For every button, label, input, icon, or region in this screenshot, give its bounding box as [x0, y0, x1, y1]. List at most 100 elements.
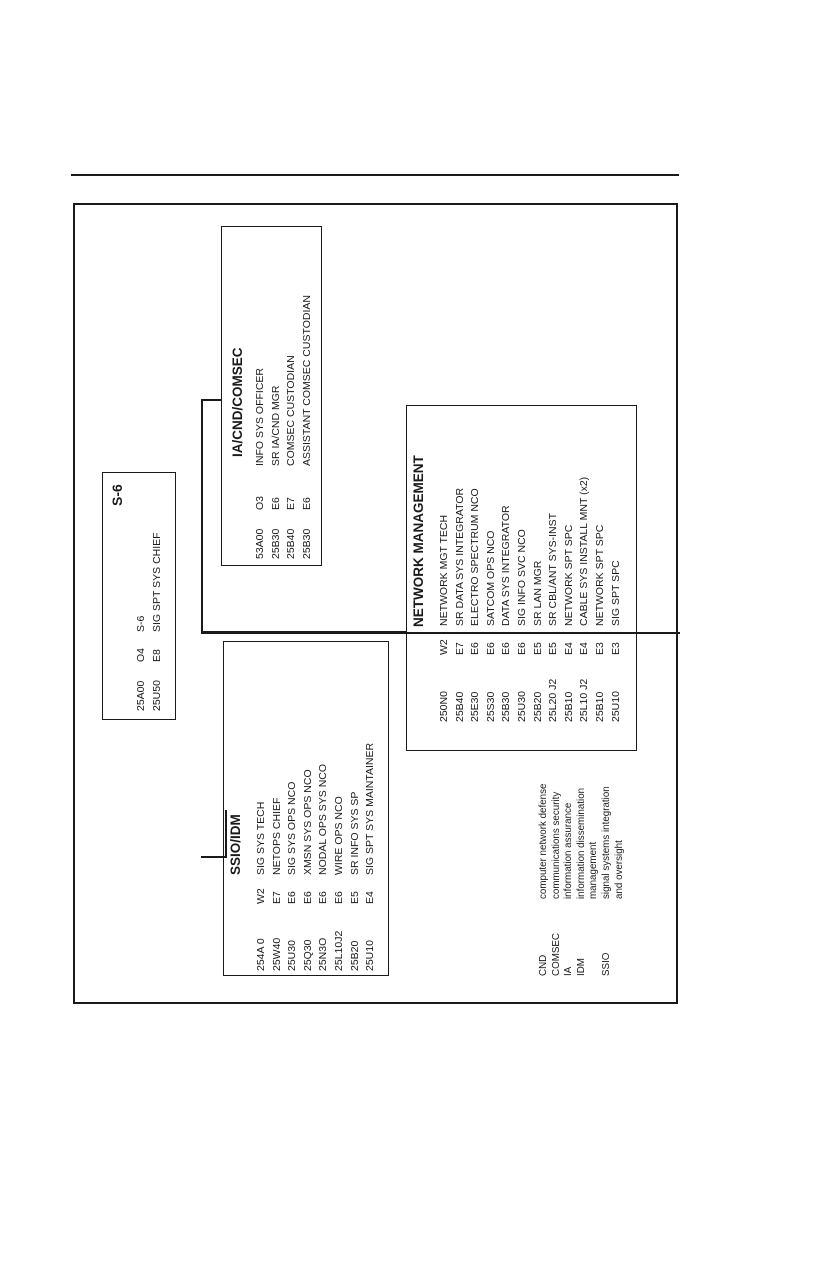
- netmgmt-mos-column: 250N0 25B40 25E30 25S30 25B30 25U30 25B2…: [437, 679, 624, 722]
- legend-definition: information assurance: [563, 802, 575, 899]
- netmgmt-grade: E7: [453, 642, 466, 655]
- connector-ssio-branch: [201, 856, 225, 858]
- ia-mos: 25B40: [285, 528, 298, 559]
- ia-position-column: INFO SYS OFFICER SR IA/CND MGR COMSEC CU…: [253, 295, 315, 466]
- s6-position-column: S-6 SIG SPT SYS CHIEF: [134, 532, 165, 632]
- ia-grade: E6: [269, 497, 282, 510]
- ssio-position-column: SIG SYS TECH NETOPS CHIEF SIG SYS OPS NC…: [254, 743, 379, 875]
- netmgmt-grade: E3: [609, 642, 622, 655]
- netmgmt-position: SIG INFO SVC NCO: [515, 529, 528, 626]
- netmgmt-grade: E5: [547, 642, 560, 655]
- ia-cnd-comsec-title: IA/CND/COMSEC: [230, 347, 245, 457]
- ssio-position: SIG SYS TECH: [255, 801, 267, 875]
- netmgmt-mos: 25E30: [469, 691, 482, 722]
- org-chart-frame: S-6 25A00 25U50 O4 E8 S-6 SIG SPT SYS CH…: [73, 203, 680, 1004]
- ssio-grade: E7: [270, 891, 283, 904]
- netmgmt-position: DATA SYS INTEGRATOR: [500, 505, 513, 626]
- ssio-mos: 25U10: [364, 940, 377, 971]
- netmgmt-mos: 250N0: [438, 691, 450, 722]
- ssio-grade: W2: [255, 888, 267, 904]
- ia-mos-column: 53A00 25B30 25B40 25B30: [253, 529, 315, 559]
- ia-grade: E7: [285, 497, 298, 510]
- s6-grade: O4: [135, 647, 147, 662]
- ssio-grade: E5: [348, 891, 361, 904]
- ia-position: SR IA/CND MGR: [269, 385, 282, 466]
- netmgmt-position: SR CBL/ANT SYS-INST: [547, 513, 560, 626]
- ia-position: COMSEC CUSTODIAN: [285, 355, 298, 466]
- ssio-mos-column: 254A 0 25W40 25U30 25Q30 25N3O 25L10J2 2…: [254, 931, 379, 971]
- netmgmt-grade: E6: [500, 642, 513, 655]
- netmgmt-grade-column: W2 E7 E6 E6 E6 E6 E5 E5 E4 E4 E3 E3: [437, 639, 624, 655]
- header-rule: [71, 174, 679, 176]
- legend-definition: communications security: [550, 791, 562, 899]
- connector-ia-branch: [201, 399, 221, 401]
- netmgmt-grade: E4: [562, 642, 575, 655]
- ssio-mos: 25Q30: [301, 939, 314, 971]
- ssio-mos: 25L10J2: [332, 930, 345, 971]
- s6-title: S-6: [109, 484, 125, 506]
- s6-mos: 25A00: [135, 680, 147, 711]
- legend-abbr: SSIO: [600, 952, 612, 976]
- s6-mos: 25U50: [150, 680, 163, 711]
- legend-definition: management: [588, 841, 600, 899]
- netmgmt-position: CABLE SYS INSTALL MNT (x2): [578, 476, 591, 626]
- ssio-position: XMSN SYS OPS NCO: [301, 769, 314, 875]
- ssio-mos: 254A 0: [255, 938, 267, 971]
- ia-mos: 53A00: [254, 528, 266, 559]
- ia-position: INFO SYS OFFICER: [254, 367, 266, 466]
- netmgmt-grade: E4: [578, 642, 591, 655]
- netmgmt-mos: 25B10: [593, 691, 606, 722]
- ssio-idm-box: SSIO/IDM 254A 0 25W40 25U30 25Q30 25N3O …: [223, 641, 389, 976]
- ssio-mos: 25U30: [286, 940, 299, 971]
- netmgmt-position-column: NETWORK MGT TECH SR DATA SYS INTEGRATOR …: [437, 477, 624, 626]
- s6-box: S-6 25A00 25U50 O4 E8 S-6 SIG SPT SYS CH…: [102, 472, 176, 720]
- netmgmt-position: NETWORK SPT SPC: [562, 524, 575, 626]
- ssio-position: NETOPS CHIEF: [270, 797, 283, 875]
- s6-position: S-6: [135, 615, 147, 632]
- netmgmt-mos: 25L20 J2: [547, 678, 560, 722]
- ia-grade-column: O3 E6 E7 E6: [253, 496, 315, 510]
- netmgmt-position: SIG SPT SPC: [609, 560, 622, 626]
- netmgmt-grade: E3: [593, 642, 606, 655]
- ia-grade: E6: [300, 497, 313, 510]
- connector-main-branch: [201, 401, 203, 633]
- network-management-title: NETWORK MANAGEMENT: [411, 455, 426, 627]
- netmgmt-grade: W2: [438, 639, 450, 655]
- ssio-position: WIRE OPS NCO: [332, 796, 345, 875]
- legend-abbr: CND: [538, 954, 549, 976]
- ssio-position: SIG SPT SYS MAINTAINER: [364, 742, 377, 875]
- netmgmt-grade: E6: [469, 642, 482, 655]
- netmgmt-mos: 25S30: [484, 691, 497, 722]
- ia-cnd-comsec-box: IA/CND/COMSEC 53A00 25B30 25B40 25B30 O3…: [221, 226, 322, 566]
- ia-mos: 25B30: [300, 528, 313, 559]
- netmgmt-position: ELECTRO SPECTRUM NCO: [469, 488, 482, 626]
- ssio-grade: E6: [286, 891, 299, 904]
- netmgmt-mos: 25B40: [453, 691, 466, 722]
- netmgmt-position: SR LAN MGR: [531, 560, 544, 626]
- netmgmt-position: SR DATA SYS INTEGRATOR: [453, 487, 466, 626]
- netmgmt-position: NETWORK MGT TECH: [438, 514, 450, 626]
- connector-netmgmt-branch: [201, 631, 406, 633]
- legend-abbr: IDM: [575, 958, 587, 976]
- legend-definitions: computer network defense communications …: [538, 784, 626, 899]
- ssio-mos: 25B20: [348, 940, 361, 971]
- legend-abbreviations: CND COMSEC IA IDM SSIO: [538, 933, 614, 976]
- ssio-mos: 25W40: [270, 937, 283, 971]
- ssio-idm-title: SSIO/IDM: [228, 814, 243, 875]
- s6-position: SIG SPT SYS CHIEF: [150, 532, 163, 632]
- ssio-position: NODAL OPS SYS NCO: [317, 763, 330, 875]
- netmgmt-grade: E6: [515, 642, 528, 655]
- legend-abbr: COMSEC: [550, 932, 562, 976]
- netmgmt-position: NETWORK SPT SPC: [593, 524, 606, 626]
- legend-definition: information dissemination: [575, 787, 587, 899]
- ssio-grade: E4: [364, 891, 377, 904]
- netmgmt-grade: E6: [484, 642, 497, 655]
- ia-mos: 25B30: [269, 528, 282, 559]
- legend-abbr: IA: [563, 966, 575, 976]
- legend-definition: computer network defense: [538, 783, 549, 899]
- ia-grade: O3: [254, 495, 266, 510]
- ssio-position: SR INFO SYS SP: [348, 791, 361, 875]
- ssio-grade: E6: [332, 891, 345, 904]
- netmgmt-position: SATCOM OPS NCO: [484, 530, 497, 626]
- ia-position: ASSISTANT COMSEC CUSTODIAN: [300, 295, 313, 466]
